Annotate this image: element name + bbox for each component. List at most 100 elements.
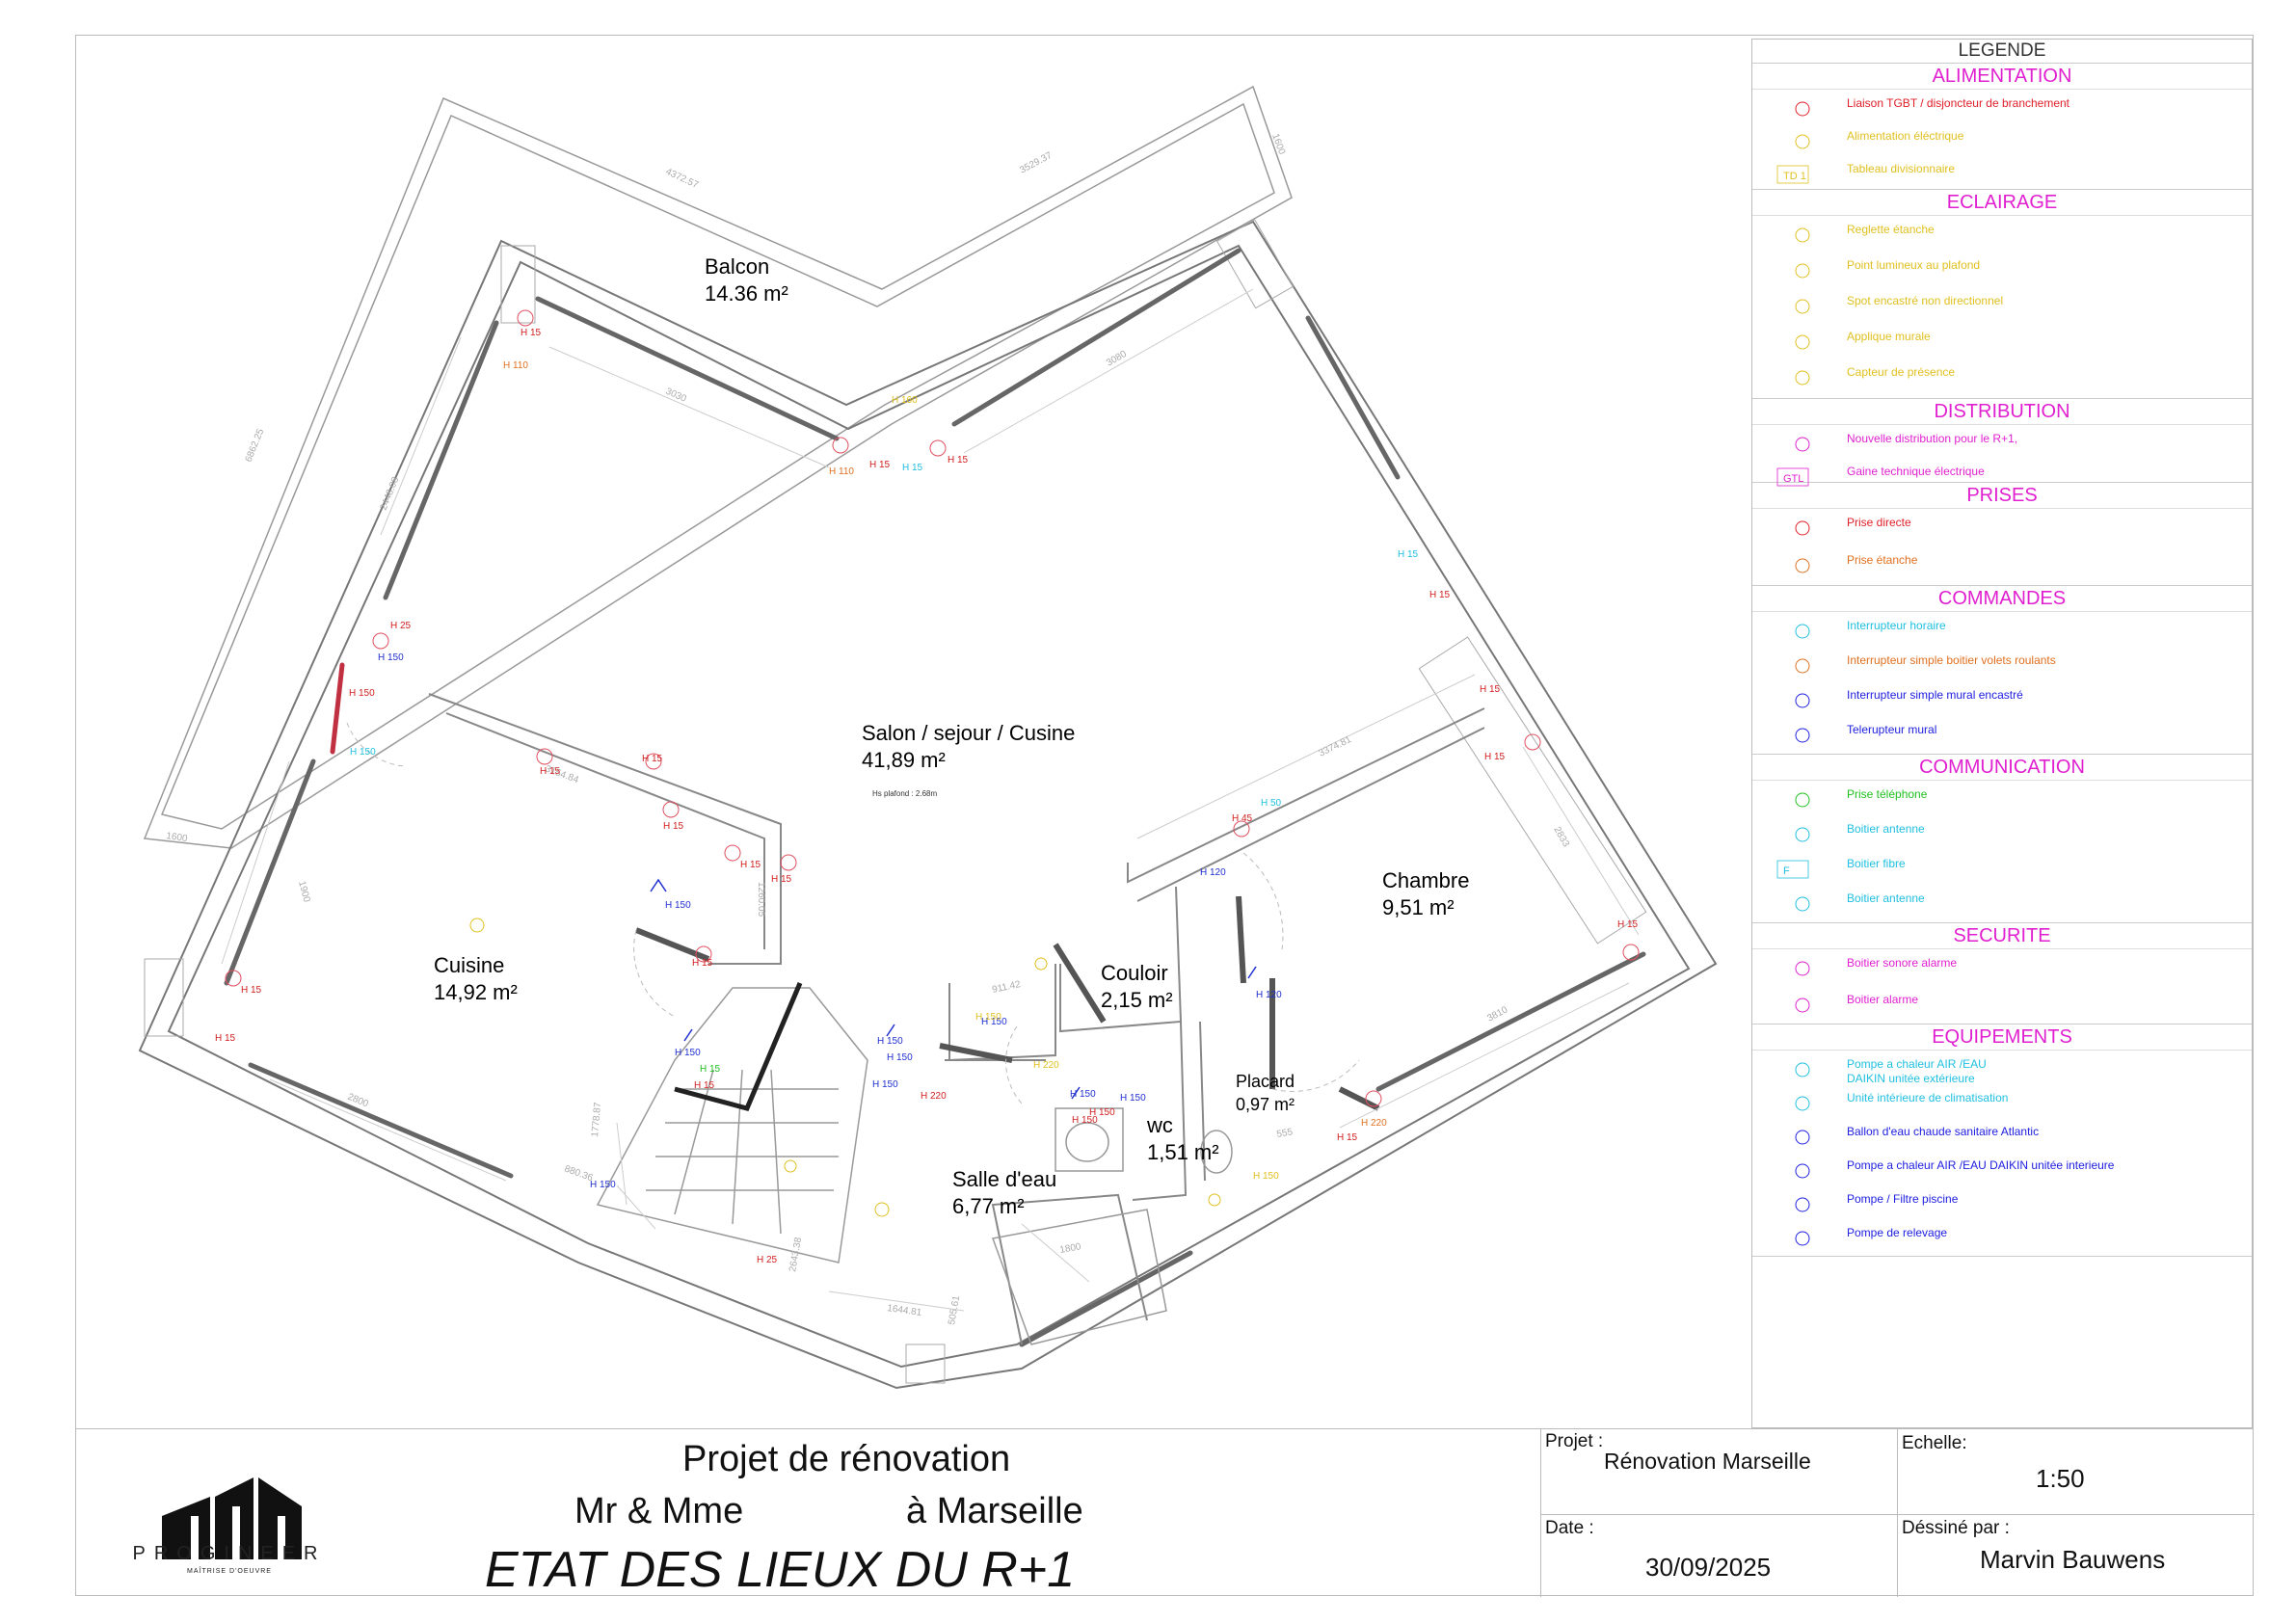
height-label: H 25 (390, 621, 412, 631)
antenna-box-icon (1764, 891, 1841, 918)
legend-item-label: Reglette étanche (1847, 223, 1935, 236)
client-name: Mr & Mme (574, 1491, 744, 1531)
sensor-icon (1764, 364, 1841, 391)
projet-value: Rénovation Marseille (1604, 1449, 1811, 1474)
height-label: H 15 (642, 754, 663, 764)
legend-item: Telerupteur mural (1752, 716, 2252, 751)
progineer-logo-icon (162, 1477, 302, 1559)
legend-section-heading: EQUIPEMENTS (1752, 1024, 2252, 1051)
door-leaves (634, 895, 1380, 1111)
legend-item: Pompe de relevage (1752, 1219, 2252, 1253)
logo-subtitle: MAÎTRISE D'OEUVRE (187, 1568, 272, 1575)
legend-item-label: Prise téléphone (1847, 787, 1928, 801)
height-label: H 120 (1256, 990, 1282, 1000)
exterior-walls (138, 220, 1718, 1390)
legend-item-label: Pompe de relevage (1847, 1226, 1948, 1239)
door-swings (346, 722, 1360, 1104)
legend-item: Spot encastré non directionnel (1752, 287, 2252, 323)
distribution-icon (1764, 431, 1841, 458)
dimension-label: 505.61 (947, 1294, 962, 1325)
height-label: H 150 (975, 1012, 1001, 1023)
legend-section-heading: DISTRIBUTION (1752, 399, 2252, 425)
height-label: H 150 (1089, 1107, 1115, 1118)
height-label: H 120 (1200, 867, 1226, 878)
legend-item-label: Capteur de présence (1847, 365, 1956, 379)
dessine-label: Déssiné par : (1902, 1518, 2010, 1538)
height-label: H 160 (892, 395, 918, 406)
room-area: 1,51 m² (1147, 1140, 1219, 1164)
legend-item-label: Gaine technique électrique (1847, 465, 1985, 478)
height-label: H 150 (1120, 1093, 1146, 1104)
switch-symbols (650, 878, 1257, 1100)
legend-item: Interrupteur horaire (1752, 612, 2252, 647)
dimension-label: 1778.87 (590, 1102, 603, 1137)
height-label: H 150 (872, 1079, 898, 1090)
legend-item: Boitier sonore alarme (1752, 949, 2252, 986)
td-icon: TD 1 (1764, 161, 1841, 188)
height-label: H 15 (1617, 919, 1639, 930)
legend-section: EQUIPEMENTS Pompe a chaleur AIR /EAU DAIK… (1752, 1024, 2252, 1257)
height-label: H 15 (771, 874, 792, 885)
legend-item: Alimentation éléctrique (1752, 122, 2252, 155)
legend-section-heading: COMMUNICATION (1752, 755, 2252, 781)
legend-item: Applique murale (1752, 323, 2252, 359)
client-city: à Marseille (906, 1491, 1083, 1531)
room-name: Chambre (1382, 868, 1470, 892)
legend-item-label: Boitier alarme (1847, 993, 1919, 1006)
dimension-label: 2833 (1551, 825, 1571, 849)
legend-item: Liaison TGBT / disjoncteur de branchemen… (1752, 90, 2252, 122)
legend-title: LEGENDE (1752, 40, 2252, 64)
height-label: H 15 (241, 985, 262, 996)
room-area: 9,51 m² (1382, 895, 1455, 919)
height-label: H 150 (1070, 1089, 1096, 1100)
floor-plan: 4372.57 3529.37 1600 6862.25 3030 3080 2… (138, 85, 1718, 1390)
dimension-label: 4372.57 (664, 167, 701, 191)
water-heater-icon (1764, 1124, 1841, 1151)
legend-item-label: Ballon d'eau chaude sanitaire Atlantic (1847, 1125, 2040, 1138)
echelle-value: 1:50 (2036, 1464, 2085, 1493)
alarm-siren-icon (1764, 955, 1841, 982)
room-label-chambre: Chambre 9,51 m² (1382, 867, 1469, 921)
height-label: H 15 (215, 1033, 236, 1044)
legend-section-heading: SECURITE (1752, 923, 2252, 949)
room-name: wc (1147, 1113, 1173, 1137)
height-label: H 150 (590, 1180, 616, 1190)
wall-switch-icon (1764, 687, 1841, 714)
fiber-box-icon: F (1764, 856, 1841, 883)
project-heading: Projet de rénovation (682, 1439, 1011, 1479)
dimension-label: 911.42 (991, 979, 1022, 996)
wall-hatching (144, 219, 1647, 1384)
cell-divider (1541, 1514, 1898, 1515)
ceiling-height-note: Hs plafond : 2.68m (872, 789, 938, 798)
room-name: Placard (1236, 1072, 1295, 1091)
drawing-info-cell: Echelle: 1:50 Déssiné par : Marvin Bauwe… (1897, 1429, 2255, 1597)
height-label: H 15 (740, 860, 761, 870)
room-name: Cuisine (434, 953, 505, 977)
echelle-label: Echelle: (1902, 1433, 1967, 1453)
pool-pump-icon (1764, 1191, 1841, 1218)
antenna-box-icon (1764, 821, 1841, 848)
legend-item: Ballon d'eau chaude sanitaire Atlantic (1752, 1118, 2252, 1152)
project-info-cell: Projet : Rénovation Marseille Date : 30/… (1540, 1429, 1898, 1597)
legend-item-label: Interrupteur simple boitier volets roula… (1847, 653, 2056, 667)
room-name: Salle d'eau (952, 1167, 1057, 1191)
timer-switch-icon (1764, 618, 1841, 645)
dimension-label: 6862.25 (244, 427, 267, 464)
lift-pump-icon (1764, 1225, 1841, 1252)
outlet-symbols (225, 309, 1640, 1107)
dessine-value: Marvin Bauwens (1980, 1545, 2166, 1574)
height-label: H 15 (948, 455, 969, 466)
legend-symbol-text: TD 1 (1783, 171, 1806, 182)
dimension-label: 1600 (1269, 132, 1287, 156)
legend-item-label: Point lumineux au plafond (1847, 258, 1981, 272)
cell-divider (1898, 1514, 2255, 1515)
dimension-label: 1800 (1059, 1241, 1082, 1256)
height-label: H 110 (503, 360, 528, 371)
height-labels: H 15 H 110 H 15 H 15 H 15 H 110 H 160 H … (215, 328, 1639, 1265)
legend-item-label: Pompe a chaleur AIR /EAU DAIKIN unitée i… (1847, 1158, 2115, 1172)
ac-indoor-icon (1764, 1090, 1841, 1117)
